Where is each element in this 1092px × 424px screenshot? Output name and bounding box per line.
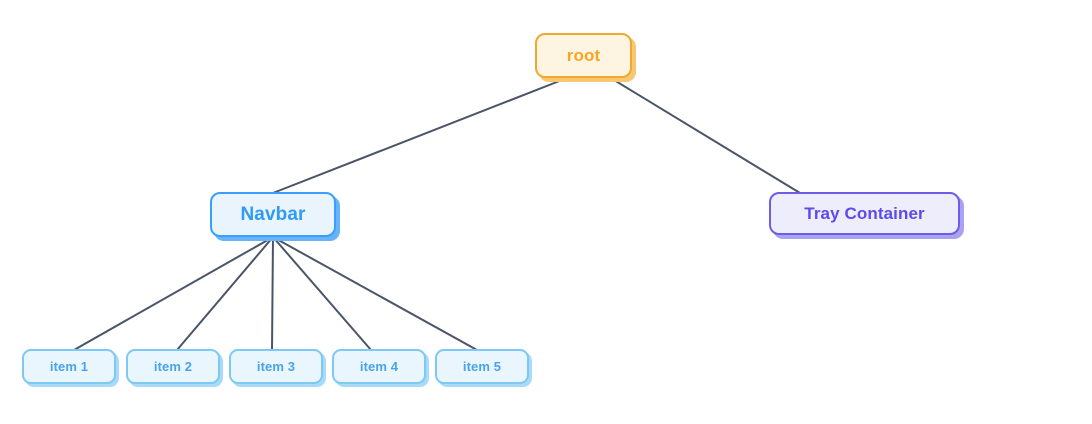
node-label-item1: item 1 xyxy=(49,359,89,374)
edge-navbar-item3 xyxy=(271,236,274,351)
edge-navbar-item2 xyxy=(176,236,274,351)
edge-root-tray xyxy=(613,79,801,194)
node-label-item5: item 5 xyxy=(462,359,502,374)
node-item3[interactable]: item 3 xyxy=(229,349,323,384)
node-label-root: root xyxy=(566,46,601,65)
node-label-item2: item 2 xyxy=(153,359,193,374)
node-root[interactable]: root xyxy=(535,33,632,78)
edge-navbar-item5 xyxy=(272,236,478,351)
node-label-item4: item 4 xyxy=(359,359,399,374)
node-item2[interactable]: item 2 xyxy=(126,349,220,384)
edge-navbar-item1 xyxy=(73,236,274,351)
node-navbar[interactable]: Navbar xyxy=(210,192,336,237)
node-item4[interactable]: item 4 xyxy=(332,349,426,384)
node-item5[interactable]: item 5 xyxy=(435,349,529,384)
node-label-tray: Tray Container xyxy=(804,204,925,223)
node-label-item3: item 3 xyxy=(256,359,296,374)
edge-navbar-item4 xyxy=(272,236,372,351)
node-tray[interactable]: Tray Container xyxy=(769,192,960,235)
node-label-navbar: Navbar xyxy=(240,204,306,225)
node-item1[interactable]: item 1 xyxy=(22,349,116,384)
edge-root-navbar xyxy=(272,79,563,194)
